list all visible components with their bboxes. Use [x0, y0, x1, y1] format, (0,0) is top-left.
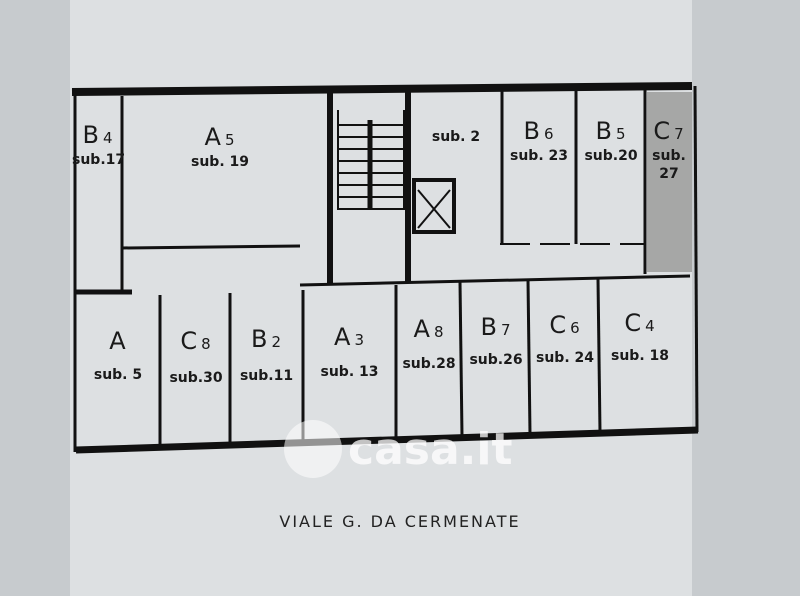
unit-a: A sub. 5	[93, 327, 143, 383]
street-label: VIALE G. DA CERMENATE	[279, 512, 521, 531]
watermark: casa.it	[284, 420, 512, 478]
watermark-text: casa.it	[348, 423, 513, 475]
paper	[70, 0, 692, 596]
unit-sub-2: sub. 2	[431, 129, 481, 145]
casa-logo-icon	[284, 420, 342, 478]
